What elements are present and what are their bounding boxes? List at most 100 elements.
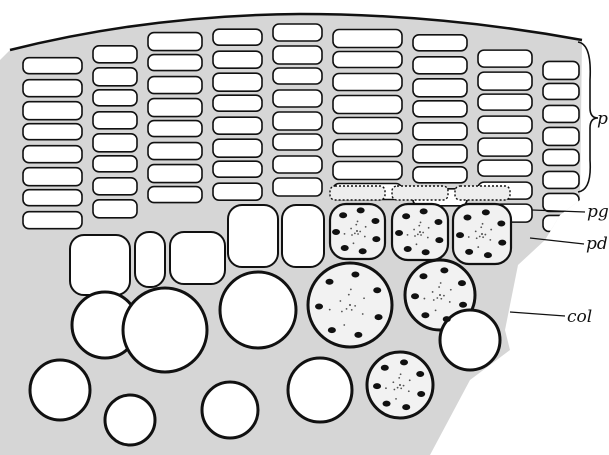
cork-cell <box>478 50 532 67</box>
granule <box>482 236 484 238</box>
chloroplast-dot <box>484 252 492 258</box>
granule <box>397 387 399 389</box>
chloroplast-dot <box>373 287 381 293</box>
granule <box>356 230 358 232</box>
cork-cell <box>543 61 579 79</box>
granule <box>395 398 397 400</box>
phelloderm-cell <box>135 232 165 287</box>
chloroplast-dot <box>459 302 467 308</box>
granule <box>424 298 426 300</box>
granule <box>440 282 442 284</box>
cork-cell <box>333 140 402 157</box>
cork-cell <box>543 193 579 211</box>
cork-cell <box>23 124 82 140</box>
phellogen-cell <box>330 186 385 200</box>
collenchyma-cell <box>495 360 555 420</box>
granule <box>354 232 356 234</box>
collenchyma-cell <box>105 395 155 445</box>
granule <box>450 289 452 291</box>
granule <box>418 225 420 227</box>
granule <box>432 291 434 293</box>
cork-cell <box>213 117 262 134</box>
granule <box>484 234 486 236</box>
chloroplast-dot <box>357 207 365 213</box>
cork-cell <box>23 146 82 163</box>
chloroplast-dot <box>456 232 464 238</box>
granule <box>489 239 491 241</box>
collenchyma-cells <box>30 204 555 445</box>
granule <box>419 231 421 233</box>
chloroplast-dot <box>411 293 419 299</box>
phellogen-cell <box>392 186 448 200</box>
granule <box>420 222 422 224</box>
phelloderm-cell <box>70 235 130 295</box>
collenchyma-cell <box>30 360 90 420</box>
granule <box>449 301 451 303</box>
chloroplast-dot <box>416 371 424 377</box>
cork-cell <box>333 96 402 114</box>
collenchyma-cell <box>220 272 296 348</box>
granule <box>365 226 367 228</box>
chloroplast-dot <box>371 218 379 224</box>
cork-cell <box>93 156 137 172</box>
granule <box>408 390 410 392</box>
chloroplast-dot <box>315 304 323 310</box>
chloroplast-dot <box>339 212 347 218</box>
chloroplast-dot <box>404 246 412 252</box>
granule <box>343 324 345 326</box>
cork-cell <box>213 51 262 68</box>
cork-cell <box>543 171 579 188</box>
cork-cell <box>93 112 137 129</box>
cork-cell <box>543 105 579 122</box>
granule <box>392 381 394 383</box>
granule <box>346 308 348 310</box>
chloroplast-dot <box>395 230 403 236</box>
granule <box>490 229 492 231</box>
cork-cell <box>413 167 467 183</box>
granule <box>364 236 366 238</box>
cork-cell <box>413 79 467 97</box>
chloroplast-dot <box>417 391 425 397</box>
chloroplast-dot <box>375 314 383 320</box>
cork-cell <box>148 165 202 183</box>
chloroplast-dot <box>359 248 367 254</box>
granule <box>438 286 440 288</box>
chloroplast-dot <box>463 214 471 220</box>
cork-cell <box>23 102 82 120</box>
granule <box>362 313 364 315</box>
granule <box>400 387 402 389</box>
granule <box>357 233 359 235</box>
chloroplast-dot <box>402 213 410 219</box>
chloroplast-dot <box>351 271 359 277</box>
granule <box>350 289 352 291</box>
cork-cell <box>333 74 402 91</box>
granule <box>339 300 341 302</box>
granule <box>433 299 435 301</box>
cork-cell <box>413 145 467 163</box>
granule <box>403 385 405 387</box>
chloroplast-dot <box>326 279 334 285</box>
cork-cell <box>273 112 322 130</box>
cork-cell <box>93 178 137 195</box>
cork-cell <box>213 183 262 200</box>
cork-cell <box>23 58 82 74</box>
granule <box>477 246 479 248</box>
cork-cell <box>213 29 262 45</box>
granule <box>354 305 356 307</box>
granule <box>414 235 416 237</box>
cork-cell <box>543 127 579 145</box>
chloroplast-dot <box>373 383 381 389</box>
granule <box>400 373 402 375</box>
phelloderm-cell <box>228 205 278 267</box>
cork-cell <box>413 35 467 51</box>
collenchyma-cell <box>288 358 352 422</box>
cork-cell <box>148 77 202 94</box>
cork-cell <box>478 138 532 156</box>
cork-cell <box>543 149 579 165</box>
granule <box>351 234 353 236</box>
granule <box>350 228 352 230</box>
phelloderm-cell <box>282 205 324 267</box>
chloroplast-dot <box>458 280 466 286</box>
